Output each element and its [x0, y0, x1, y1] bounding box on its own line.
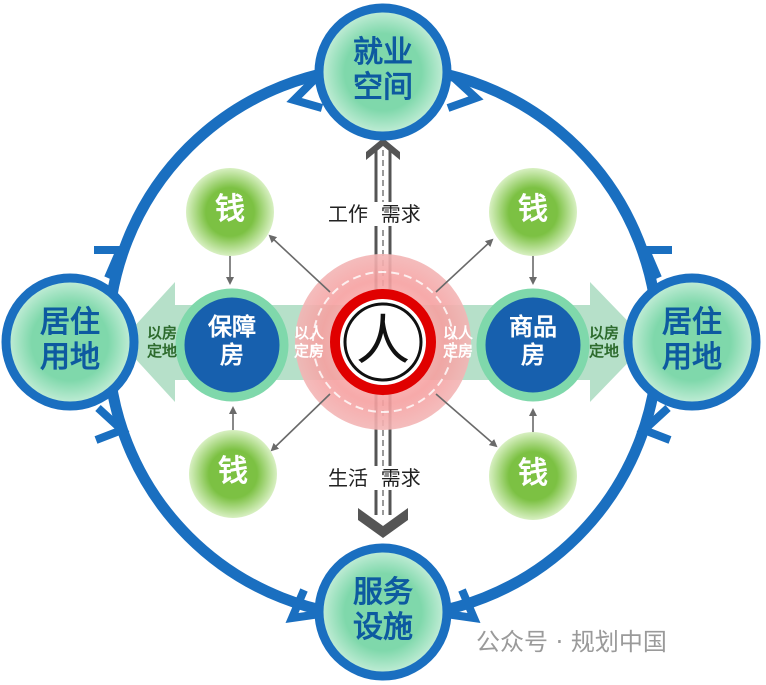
node-service-shape — [314, 543, 452, 681]
node-employment-shape — [314, 3, 452, 141]
node-residential-left: 居住 用地 — [40, 305, 100, 375]
node-commercial-housing: 商品 房 — [509, 313, 557, 369]
money-bottom-left-shape — [189, 430, 277, 518]
label-person-to-affordable: 以人 定房 — [293, 324, 324, 360]
label-affordable-to-land: 以房 定地 — [146, 324, 177, 360]
money-bottom-right-shape — [489, 432, 577, 520]
node-service: 服务 设施 — [353, 575, 413, 645]
money-top-right: 钱 — [518, 192, 548, 227]
node-affordable-housing: 保障 房 — [208, 313, 256, 369]
money-top-right-shape — [489, 168, 577, 256]
label-person-to-commercial: 以人 定房 — [442, 324, 473, 360]
label-work-need: 工作 需求 — [326, 202, 423, 226]
money-bottom-right: 钱 — [518, 456, 548, 491]
label-life-need: 生活 需求 — [326, 466, 423, 490]
loop-arrowheads — [94, 73, 672, 623]
money-top-left: 钱 — [215, 192, 245, 227]
node-person: 人 — [356, 309, 410, 372]
node-residential-right-shape — [623, 273, 761, 411]
node-residential-right: 居住 用地 — [662, 305, 722, 375]
watermark: 公众号 · 规划中国 — [476, 628, 667, 656]
node-commercial-shape — [476, 288, 590, 402]
node-employment: 就业 空间 — [353, 35, 413, 105]
node-affordable-shape — [175, 288, 289, 402]
money-top-left-shape — [186, 168, 274, 256]
node-residential-left-shape — [1, 273, 139, 411]
label-commercial-to-land: 以房 定地 — [588, 324, 619, 360]
money-bottom-left: 钱 — [218, 454, 248, 489]
